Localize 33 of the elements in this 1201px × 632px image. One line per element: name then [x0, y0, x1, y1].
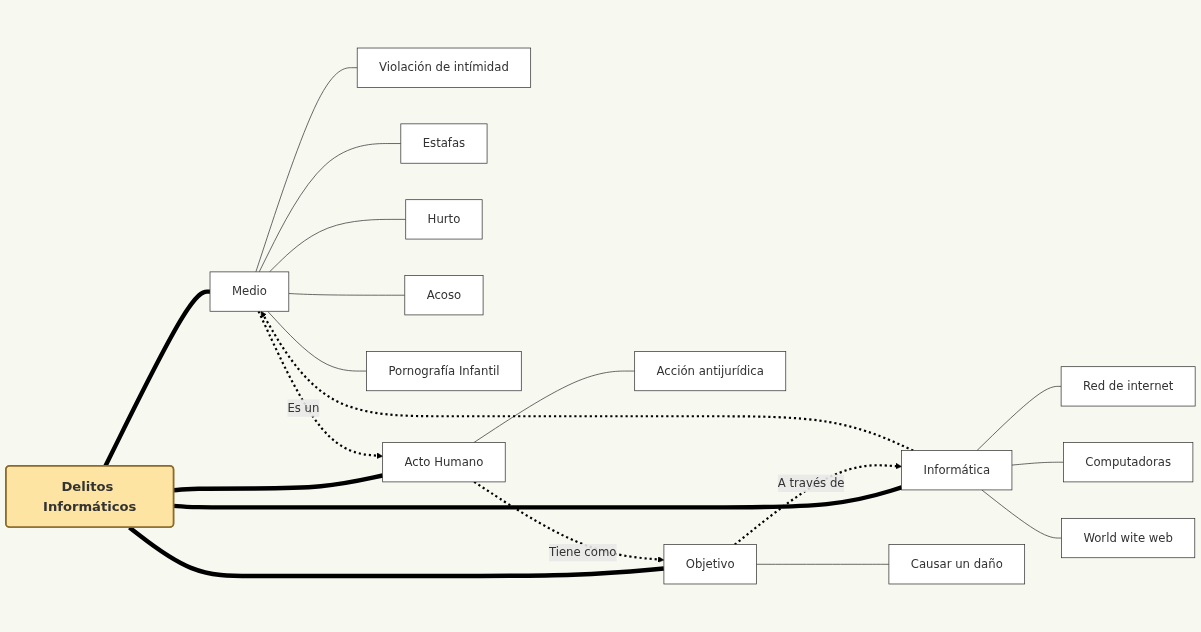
node-box: Medio	[209, 271, 290, 312]
node-box: Informática	[901, 450, 1013, 491]
node-box: Acción antijurídica	[634, 351, 787, 392]
connector	[473, 370, 636, 443]
edge-label: Tiene como	[548, 545, 617, 560]
connector	[173, 485, 903, 510]
connector	[258, 143, 402, 273]
node-box: Acto Humano	[382, 442, 506, 483]
connector	[981, 489, 1062, 539]
arrow	[734, 462, 902, 546]
node-box: Objetivo	[663, 544, 757, 585]
node-box: Hurto	[405, 199, 483, 240]
connector	[288, 293, 406, 296]
node-box: Estafas	[400, 123, 488, 164]
node-box: Red de internet	[1060, 366, 1196, 407]
connector	[1011, 461, 1064, 466]
node-box: World wite web	[1061, 518, 1196, 559]
connector	[976, 386, 1062, 451]
connector	[267, 310, 367, 372]
node-box: Violación de intímidad	[356, 47, 532, 88]
arrow	[473, 481, 665, 563]
arrow	[257, 310, 383, 459]
node-box: Causar un daño	[888, 544, 1026, 585]
connector	[269, 219, 407, 273]
edge-label: A través de	[777, 475, 845, 490]
node-box: Computadoras	[1063, 442, 1194, 483]
node-box: Acoso	[404, 275, 484, 316]
node-box: Pornografía Infantil	[366, 351, 522, 392]
connector	[255, 67, 358, 273]
edge-label: Es un	[287, 400, 320, 415]
connector	[173, 473, 384, 493]
connector	[756, 563, 890, 565]
arrow	[260, 310, 914, 452]
